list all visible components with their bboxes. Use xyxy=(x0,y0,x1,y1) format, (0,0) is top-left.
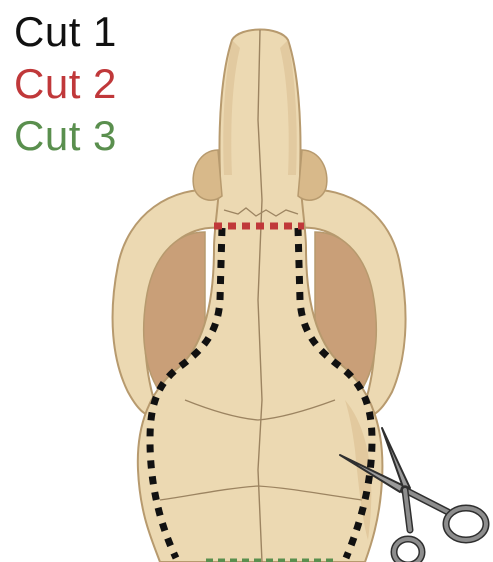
scissors-handle-arm-1-inner xyxy=(405,490,448,512)
legend-cut-2: Cut 2 xyxy=(14,58,117,110)
right-lacrimal xyxy=(298,150,327,200)
scissors-ring-1-inner xyxy=(446,508,486,540)
left-lacrimal xyxy=(193,150,222,200)
legend-cut-3: Cut 3 xyxy=(14,110,117,162)
legend-cut-1: Cut 1 xyxy=(14,6,117,58)
cut-legend: Cut 1 Cut 2 Cut 3 xyxy=(14,6,117,162)
